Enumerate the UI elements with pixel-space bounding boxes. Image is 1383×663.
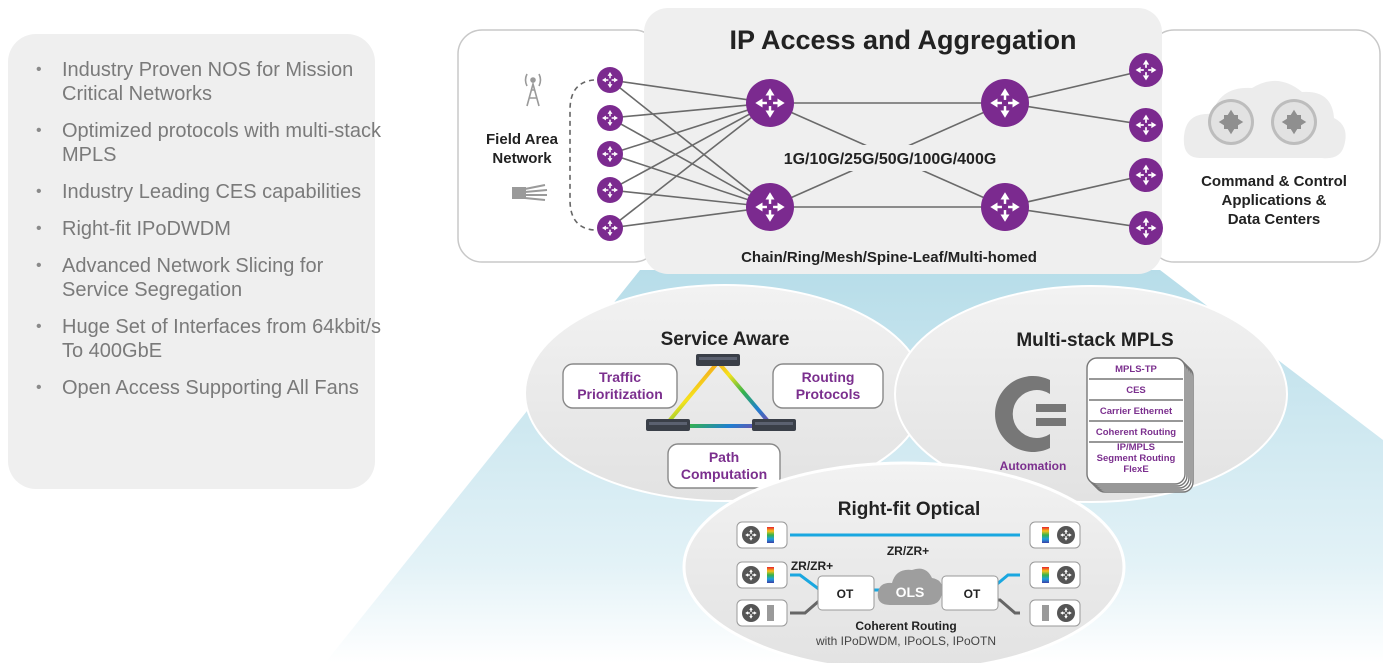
feature-item: Optimized protocols with multi-stack MPL…	[34, 119, 382, 167]
zr-left-label: ZR/ZR+	[791, 559, 833, 573]
command-label: Command & Control	[1201, 173, 1347, 190]
optical-router-node	[736, 521, 788, 549]
ols-label: OLS	[896, 584, 925, 600]
automation-label: Automation	[1000, 459, 1067, 473]
router-icon	[746, 183, 794, 231]
routing-label-2: Protocols	[796, 386, 861, 402]
stack-layer-label: IP/MPLS	[1117, 442, 1155, 453]
path-label: Path	[709, 449, 739, 465]
router-icon	[597, 177, 623, 203]
optical-nodes	[736, 521, 1081, 627]
feature-item: Huge Set of Interfaces from 64kbit/s To …	[34, 315, 382, 363]
ot-box-left	[817, 575, 875, 611]
router-icon	[597, 67, 623, 93]
cloud-icon	[1183, 80, 1346, 159]
service-triangle	[660, 358, 777, 428]
router-icon	[597, 105, 623, 131]
feature-item: Industry Leading CES capabilities	[34, 180, 382, 204]
features-panel: Industry Proven NOS for Mission Critical…	[8, 34, 381, 489]
router-icon	[597, 215, 623, 241]
mpls-title: Multi-stack MPLS	[1016, 330, 1173, 351]
feature-item: Industry Proven NOS for Mission Critical…	[34, 58, 382, 106]
router-icon	[1129, 211, 1163, 245]
traffic-prioritization-box	[562, 363, 678, 409]
routers	[597, 53, 1163, 245]
routing-protocols-box	[772, 363, 884, 409]
router-icon	[597, 141, 623, 167]
optical-router-node	[736, 561, 788, 589]
stack-layer-label: Carrier Ethernet	[1100, 406, 1173, 417]
ot-label-left: OT	[837, 587, 854, 601]
server-icon	[1281, 109, 1307, 135]
service-aware-title: Service Aware	[661, 329, 790, 350]
fiber-connector-icon	[512, 184, 548, 201]
router-icon	[981, 183, 1029, 231]
antenna-icon	[524, 73, 542, 107]
switch-icon	[646, 419, 690, 431]
router-icon	[981, 79, 1029, 127]
topology-label: Chain/Ring/Mesh/Spine-Leaf/Multi-homed	[741, 249, 1037, 266]
path-computation-box	[667, 443, 781, 489]
features-list: Industry Proven NOS for Mission Critical…	[8, 34, 381, 400]
switch-icon	[696, 354, 740, 366]
feature-item: Open Access Supporting All Fans	[34, 376, 382, 400]
aggregation-links	[609, 69, 1147, 229]
stack-layer-label: MPLS-TP	[1115, 364, 1157, 375]
field-area-label-2: Network	[492, 150, 552, 167]
feature-item: Right-fit IPoDWDM	[34, 217, 382, 241]
zr-top-label: ZR/ZR+	[887, 544, 929, 558]
coherent-label: Coherent Routing	[855, 619, 956, 633]
path-label-2: Computation	[681, 466, 767, 482]
optical-router-node	[1029, 561, 1081, 589]
automation-logo-icon	[995, 376, 1066, 453]
access-bracket	[569, 79, 595, 231]
ot-box-right	[941, 575, 999, 611]
stack-layer-label: Coherent Routing	[1096, 427, 1176, 438]
routing-label: Routing	[802, 369, 855, 385]
speed-label-bg	[742, 145, 1042, 171]
coherent-sublabel: with IPoDWDM, IPoOLS, IPoOTN	[815, 634, 996, 648]
optical-title: Right-fit Optical	[838, 499, 980, 520]
traffic-label-2: Prioritization	[577, 386, 663, 402]
router-icon	[1129, 158, 1163, 192]
router-icon	[1129, 108, 1163, 142]
field-area-label: Field Area	[486, 131, 559, 148]
stack-layer-label: CES	[1126, 385, 1146, 396]
traffic-label: Traffic	[599, 369, 641, 385]
ols-cloud-icon	[877, 568, 943, 605]
switch-icon	[752, 419, 796, 431]
command-label-3: Data Centers	[1228, 211, 1321, 228]
aggregation-title: IP Access and Aggregation	[729, 25, 1076, 55]
optical-router-node	[736, 599, 788, 627]
command-label-2: Applications &	[1221, 192, 1326, 209]
optical-router-node	[1029, 521, 1081, 549]
stack-layer-label: Segment Routing	[1097, 453, 1176, 464]
stack-layer-label: FlexE	[1123, 464, 1148, 475]
optical-router-node	[1029, 599, 1081, 627]
ot-label-right: OT	[964, 587, 981, 601]
cloud-server-icons	[1218, 109, 1307, 135]
speed-label: 1G/10G/25G/50G/100G/400G	[784, 151, 997, 168]
server-icon	[1218, 109, 1244, 135]
router-icon	[1129, 53, 1163, 87]
feature-item: Advanced Network Slicing for Service Seg…	[34, 254, 382, 302]
router-icon	[746, 79, 794, 127]
